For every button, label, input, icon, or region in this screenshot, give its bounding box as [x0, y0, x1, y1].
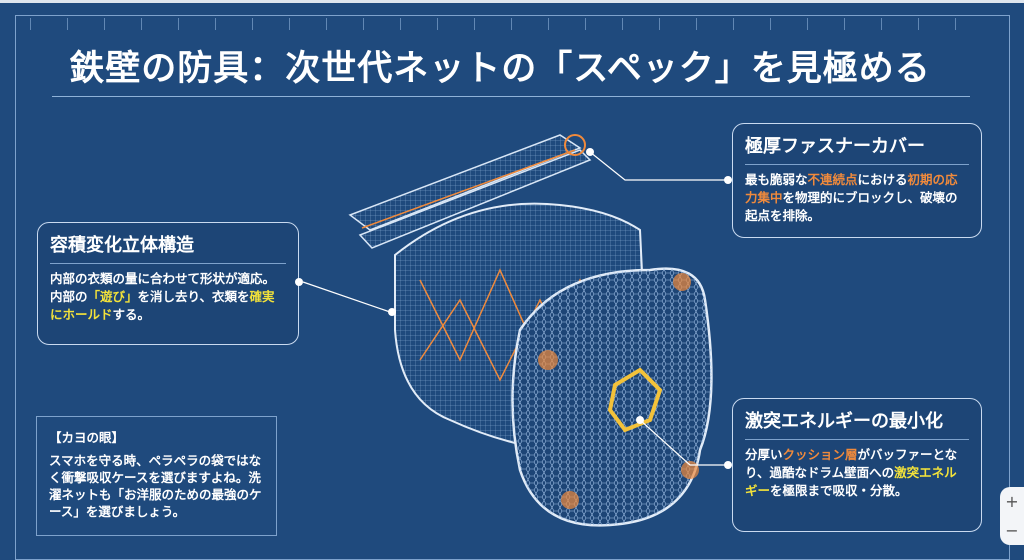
connector-dot: [295, 278, 303, 286]
connector-dot: [724, 461, 732, 469]
card-body: 分厚いクッション層がバッファーとなり、過酷なドラム壁面への激突エネルギーを極限ま…: [745, 446, 969, 500]
highlight: 激突エネルギー: [745, 465, 957, 498]
zoom-in-button[interactable]: +: [1005, 492, 1019, 511]
card-body: 最も脆弱な不連続点における初期の応力集中を物理的にブロックし、破壊の起点を排除。: [745, 171, 969, 225]
zipper-cover: [348, 134, 592, 249]
slide-title: 鉄壁の防具：次世代ネットの「スペック」を見極める: [69, 49, 931, 89]
title-divider: [52, 96, 970, 97]
card-body: 内部の衣類の量に合わせて形状が適応。内部の「遊び」を消し去り、衣類を確実にホール…: [50, 270, 286, 324]
zoom-controls: + −: [1000, 487, 1024, 545]
text: する。: [112, 307, 151, 322]
volume-structure-card: 容積変化立体構造 内部の衣類の量に合わせて形状が適応。内部の「遊び」を消し去り、…: [37, 222, 299, 345]
highlight: 不連続点: [807, 172, 858, 187]
kayo-note-box: 【カヨの眼】 スマホを守る時、ペラペラの袋ではなく衝撃吸収ケースを選びますよね。…: [36, 416, 277, 536]
card-title: 容積変化立体構造: [50, 231, 286, 264]
highlight: 確実にホールド: [50, 289, 275, 322]
zoom-out-button[interactable]: −: [1005, 521, 1019, 540]
text: 最も脆弱な: [745, 172, 808, 187]
text: 内部の衣類の量に合わせて形状が適応。内部の: [50, 271, 276, 304]
card-title: 極厚ファスナーカバー: [745, 132, 969, 165]
note-body: スマホを守る時、ペラペラの袋ではなく衝撃吸収ケースを選びますよね。洗濯ネットも「…: [49, 453, 262, 519]
text: 分厚い: [745, 447, 783, 462]
cushion-panel: [511, 267, 713, 527]
fastener-cover-card: 極厚ファスナーカバー 最も脆弱な不連続点における初期の応力集中を物理的にブロック…: [732, 123, 982, 238]
highlight: クッション層: [782, 447, 858, 462]
card-title: 激突エネルギーの最小化: [745, 407, 969, 440]
highlight: 「遊び」: [87, 289, 138, 304]
impact-energy-card: 激突エネルギーの最小化 分厚いクッション層がバッファーとなり、過酷なドラム壁面へ…: [732, 398, 982, 532]
highlight: 初期の応力集中: [745, 172, 958, 205]
note-heading: 【カヨの眼】: [49, 430, 125, 445]
text: を極限まで吸収・分散。: [770, 483, 908, 498]
text: がバッファーとなり、過酷なドラム壁面への: [745, 447, 958, 480]
text: における: [857, 172, 908, 187]
text: を消し去り、衣類を: [137, 289, 250, 304]
window-top-strip: [0, 0, 1024, 3]
connector-dot: [724, 176, 732, 184]
text: を物理的にブロックし、破壊の起点を排除。: [745, 190, 958, 223]
ruler-ticks: [30, 18, 990, 30]
